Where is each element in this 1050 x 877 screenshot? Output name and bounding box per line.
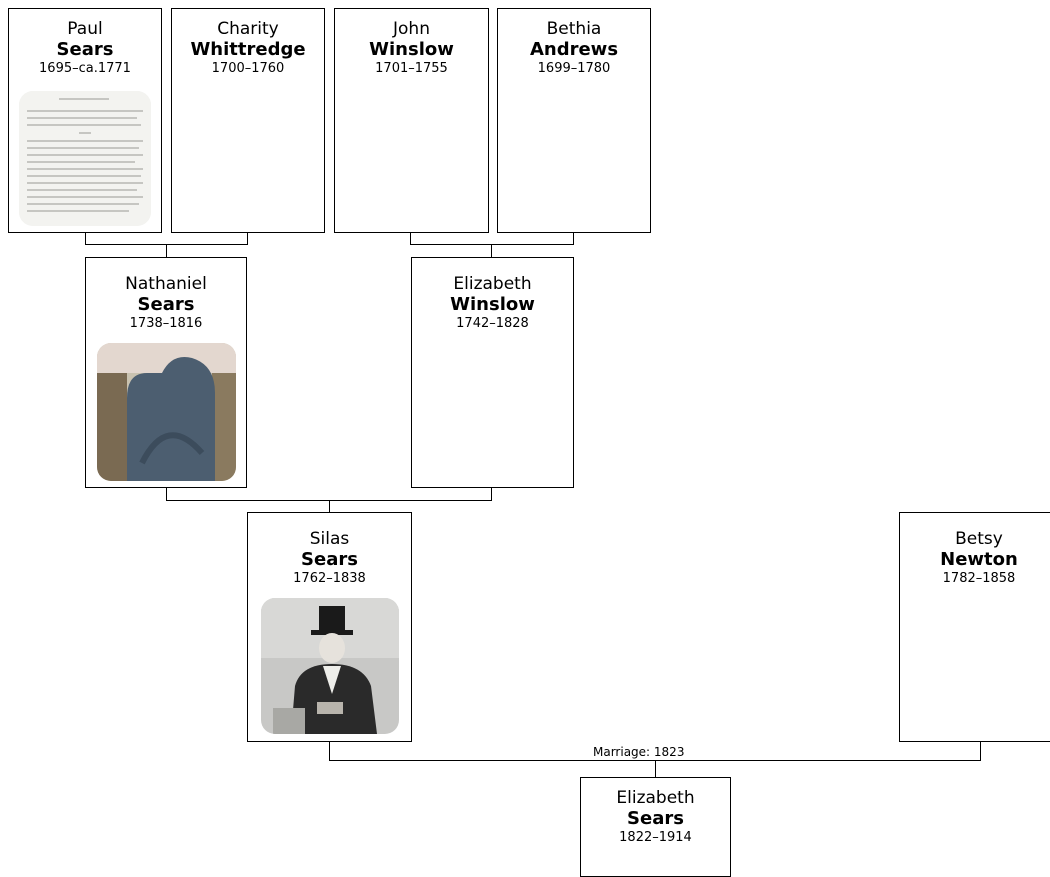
person-card-nathaniel-sears[interactable]: Nathaniel Sears 1738–1816	[85, 257, 247, 488]
life-dates: 1742–1828	[456, 316, 529, 331]
given-name: Elizabeth	[616, 788, 695, 808]
document-scan-image	[19, 91, 151, 226]
document-photo[interactable]	[19, 91, 151, 226]
connector-line	[491, 244, 492, 258]
surname: Sears	[301, 549, 358, 570]
life-dates: 1701–1755	[375, 61, 448, 76]
life-dates: 1738–1816	[129, 316, 203, 331]
portrait-image	[261, 598, 399, 734]
connector-line	[655, 760, 656, 778]
person-card-betsy-newton[interactable]: Betsy Newton 1782–1858	[899, 512, 1050, 742]
connector-line	[329, 742, 330, 760]
connector-line	[410, 233, 411, 244]
portrait-photo[interactable]	[261, 598, 399, 734]
connector-line	[85, 233, 86, 244]
surname: Winslow	[369, 39, 454, 60]
person-card-elizabeth-winslow[interactable]: Elizabeth Winslow 1742–1828	[411, 257, 574, 488]
given-name: Betsy	[955, 529, 1003, 549]
surname: Winslow	[450, 294, 535, 315]
surname: Sears	[56, 39, 114, 60]
surname: Whittredge	[190, 39, 306, 60]
connector-line	[980, 742, 981, 760]
connector-line	[573, 233, 574, 244]
given-name: Elizabeth	[453, 274, 532, 294]
gravestone-photo[interactable]	[97, 343, 236, 481]
connector-line	[329, 500, 330, 513]
life-dates: 1695–ca.1771	[39, 61, 131, 76]
surname: Sears	[627, 808, 684, 829]
given-name: Bethia	[546, 19, 602, 39]
life-dates: 1762–1838	[293, 571, 366, 586]
given-name: Charity	[217, 19, 279, 39]
person-card-charity-whittredge[interactable]: Charity Whittredge 1700–1760	[171, 8, 325, 233]
surname: Sears	[137, 294, 195, 315]
life-dates: 1822–1914	[619, 830, 692, 845]
life-dates: 1700–1760	[211, 61, 285, 76]
given-name: Silas	[309, 529, 350, 549]
connector-line	[247, 233, 248, 244]
person-card-silas-sears[interactable]: Silas Sears 1762–1838	[247, 512, 412, 742]
given-name: John	[393, 19, 430, 39]
gravestone-image	[97, 343, 236, 481]
surname: Andrews	[529, 39, 619, 60]
person-card-john-winslow[interactable]: John Winslow 1701–1755	[334, 8, 489, 233]
life-dates: 1782–1858	[942, 571, 1016, 586]
person-card-elizabeth-sears[interactable]: Elizabeth Sears 1822–1914	[580, 777, 731, 877]
life-dates: 1699–1780	[537, 61, 611, 76]
marriage-label: Marriage: 1823	[591, 745, 687, 759]
connector-line	[166, 244, 167, 258]
given-name: Paul	[67, 19, 103, 39]
connector-line	[491, 488, 492, 500]
connector-line	[166, 488, 167, 500]
surname: Newton	[940, 549, 1018, 570]
person-card-paul-sears[interactable]: Paul Sears 1695–ca.1771	[8, 8, 162, 233]
person-card-bethia-andrews[interactable]: Bethia Andrews 1699–1780	[497, 8, 651, 233]
connector-line	[410, 244, 574, 245]
given-name: Nathaniel	[125, 274, 207, 294]
